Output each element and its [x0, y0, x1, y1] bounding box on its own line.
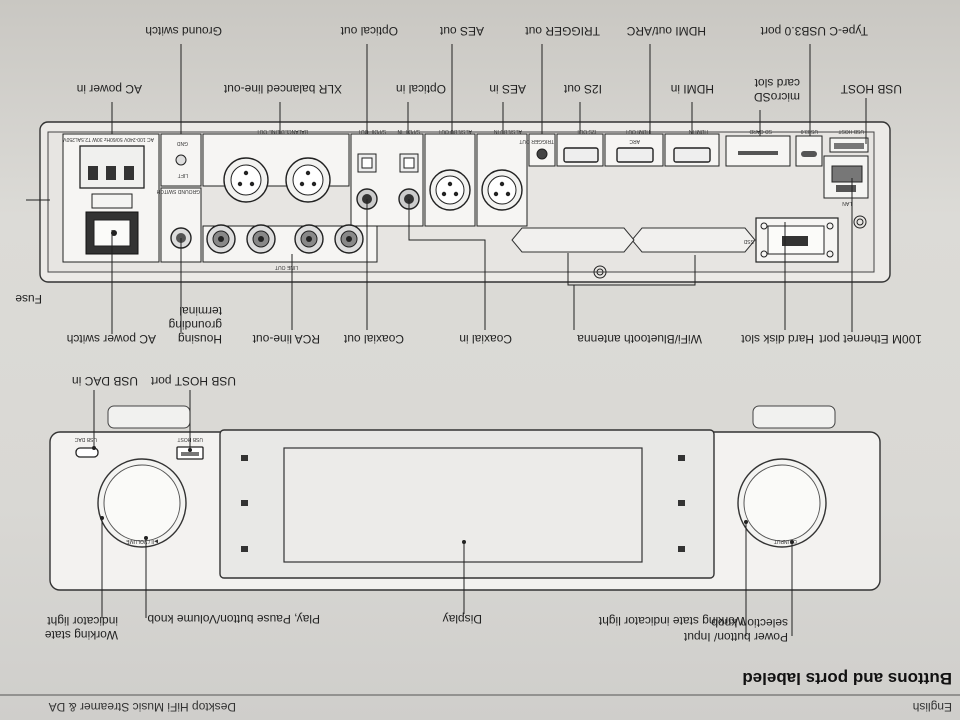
print-ac-spec: AC 100-240V 50/60Hz 30W T2.5AL250V: [63, 136, 154, 142]
usb-host-print: USB HOST: [177, 436, 203, 442]
print-sd: SD CARD: [749, 128, 772, 134]
usb-dac-port[interactable]: [75, 447, 99, 458]
callout-hdmi-in: HDMI in: [670, 82, 714, 96]
callout-optical-out: Optical out: [340, 24, 398, 38]
power-input-knob[interactable]: [737, 458, 827, 548]
xlr-out-left[interactable]: [223, 157, 269, 203]
volume-knob[interactable]: [97, 458, 187, 548]
xlr-out-right[interactable]: [285, 157, 331, 203]
callout-antenna: WiFi/Bluetooth antenna: [577, 332, 702, 346]
aes-in-port[interactable]: [476, 133, 528, 227]
usb-dac-print: USB DAC: [74, 436, 97, 442]
callout-optical-in: Optical in: [395, 82, 446, 96]
callout-microsd: microSD card slot: [753, 76, 800, 104]
print-hdmi-out: HDMI OUT: [625, 128, 650, 134]
callout-rca: RCA line-out: [252, 332, 320, 346]
callout-ac-in: AC power in: [76, 82, 142, 96]
callout-fuse: Fuse: [15, 292, 42, 306]
rear-panel: [39, 121, 891, 283]
microsd-slot[interactable]: [725, 135, 791, 167]
trigger-out-port[interactable]: [528, 133, 556, 167]
print-usb3: USB3.0: [800, 128, 818, 134]
print-spdif-out: S/PDIF OUT: [357, 128, 386, 134]
fuse-holder[interactable]: [91, 193, 133, 209]
callout-hdd: Hard disk slot: [741, 332, 814, 346]
callout-coaxial-out: Coaxial out: [343, 332, 404, 346]
hdmi-in-port[interactable]: [664, 133, 720, 167]
rca-out-ports[interactable]: [206, 224, 364, 254]
ground-switch[interactable]: [175, 154, 187, 166]
print-ground-switch: GROUND SWITCH: [156, 188, 200, 194]
display-side-icons: [241, 455, 685, 552]
callout-aes-out: AES out: [439, 24, 484, 38]
print-spdif-in: S/PDIF IN: [397, 128, 420, 134]
print-aes-out: AES/EBU OUT: [438, 128, 472, 134]
knob-left-print: ⏻ / INPUT: [773, 538, 797, 544]
print-balanced: BALANCED LINE OUT: [256, 128, 308, 134]
callout-working-light-right: Working state indicator light: [598, 614, 746, 628]
print-i2s: I2S OUT: [576, 128, 596, 134]
callout-i2s: I2S out: [563, 82, 602, 96]
callout-display: Display: [442, 612, 482, 626]
print-lan: LAN: [842, 200, 852, 206]
callout-xlr: XLR balanced line-out: [223, 82, 342, 96]
print-trigger: TRIGGER OUT: [519, 138, 554, 144]
callout-usb-dac: USB DAC in: [71, 374, 138, 388]
antenna-slots: [511, 227, 756, 253]
hard-disk-slot[interactable]: [755, 217, 839, 263]
callout-coaxial-in: Coaxial in: [459, 332, 512, 346]
display-screen: [283, 447, 643, 563]
callout-typec: Type-C USB3.0 port: [760, 24, 868, 38]
print-lineout: LINE OUT: [274, 264, 298, 270]
ac-power-inlet[interactable]: [79, 145, 145, 189]
callout-trigger: TRIGGER out: [525, 24, 600, 38]
callout-working-light-left: Working state indicator light: [44, 614, 118, 642]
callout-usb-host-rear: USB HOST: [840, 82, 902, 96]
callout-volume-knob: Play, Pause button/Volume knob: [147, 612, 320, 626]
callout-ground: Ground switch: [145, 24, 222, 38]
print-gnd: GND: [176, 140, 188, 146]
knob-right-print: ▶II / VOLUME: [126, 538, 158, 544]
i2s-out-port[interactable]: [556, 133, 604, 167]
aes-out-port[interactable]: [424, 133, 476, 227]
print-lift: LIFT: [177, 172, 188, 178]
callout-hdmi-out: HDMI out/ARC: [626, 24, 706, 38]
front-panel: [49, 405, 881, 591]
print-usb-host: USB HOST: [838, 128, 864, 134]
print-arc: ARC: [629, 138, 640, 144]
print-aes-in: AES/EBU IN: [493, 128, 522, 134]
hdmi-out-port[interactable]: [604, 133, 664, 167]
print-ssd: SSD: [743, 238, 754, 244]
callout-ac-switch: AC power switch: [66, 332, 156, 346]
callout-usb-host: USB HOST port: [150, 374, 236, 388]
print-hdmi-in: HDMI IN: [688, 128, 708, 134]
callout-ethernet: 100M Ethernet port: [819, 332, 922, 346]
callout-aes-in: AES in: [489, 82, 526, 96]
